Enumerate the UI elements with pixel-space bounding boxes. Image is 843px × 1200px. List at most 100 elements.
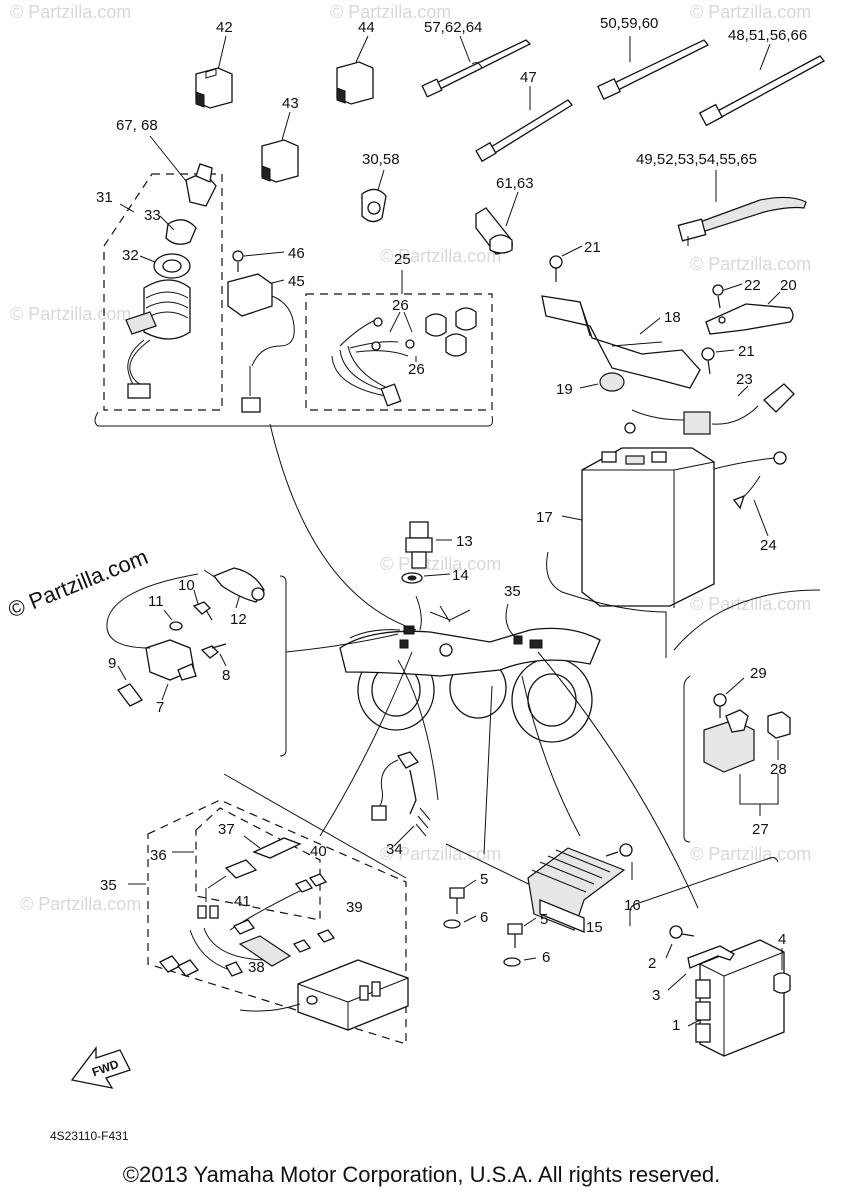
callout-47: 47 [520,69,537,86]
callout-49: 49,52,53,54,55,65 [636,151,757,168]
part-61-clamp [475,191,519,255]
part-43-coupler [261,111,299,183]
atv-vehicle [339,605,601,743]
part-42-coupler [195,35,233,109]
watermark-brand: © Partzilla.com [5,544,152,623]
callout-30: 30,58 [362,151,400,168]
electrical-parts-diagram: © Partzilla.com © Partzilla.com © Partzi… [5,2,825,1143]
callout-43: 43 [282,95,299,112]
watermark: © Partzilla.com [10,2,131,22]
watermark: © Partzilla.com [690,844,811,864]
part-5-bolt-b [507,917,537,948]
callout-67: 67, 68 [116,117,158,134]
callout-39: 39 [346,899,363,916]
part-57-band [421,35,532,98]
part-29-bolt [713,677,745,718]
callout-44: 44 [358,19,375,36]
part-1-cdi-unit [629,857,785,1057]
callout-41: 41 [234,893,251,910]
part-21-bolt-upper [549,245,583,282]
part-24-lead [709,451,787,537]
callout-21b: 21 [738,343,755,360]
copyright-notice: ©2013 Yamaha Motor Corporation, U.S.A. A… [122,1162,721,1187]
callout-17: 17 [536,509,553,526]
part-11-washer [163,609,183,631]
part-21-bolt-lower [701,347,735,375]
part-13-thermo-switch [405,521,452,569]
callout-5a: 5 [480,871,488,888]
watermark: © Partzilla.com [690,254,811,274]
part-20-plate [705,291,794,335]
callout-4: 4 [778,931,786,948]
part-34-switch [371,751,431,847]
part-8-bolt [200,643,227,667]
callouts: 4 2 44 57,62,64 50,59,60 48,51,56,66 47 4… [96,15,807,1034]
part-17-battery [561,447,715,608]
part-46-screw [232,250,285,272]
part-9-sleeve [117,665,143,707]
callout-21a: 21 [584,239,601,256]
callout-28: 28 [770,761,787,778]
callout-27: 27 [752,821,769,838]
watermark: © Partzilla.com [380,844,501,864]
part-14-gasket [401,572,451,584]
callout-6a: 6 [480,909,488,926]
callout-14: 14 [452,567,469,584]
callout-25: 25 [394,251,411,268]
part-28-fuse [767,711,791,760]
part-25-lead-group [305,270,493,411]
callout-18: 18 [664,309,681,326]
callout-50: 50,59,60 [600,15,658,32]
callout-61: 61,63 [496,175,534,192]
part-10-bolt [192,589,213,621]
part-7-ignition-coil [106,573,287,757]
part-48-band [698,43,825,127]
fwd-arrow: FWD [70,1046,131,1089]
callout-15: 15 [586,919,603,936]
callout-3: 3 [652,987,660,1004]
callout-48: 48,51,56,66 [728,27,807,44]
part-19-damper [579,372,625,392]
watermark: © Partzilla.com [690,2,811,22]
diagram-code: 4S23110-F431 [50,1129,129,1143]
part-16-bolt [605,843,633,880]
part-23-lead [624,383,795,435]
part-3-bracket [667,945,735,991]
callout-13: 13 [456,533,473,550]
callout-11: 11 [148,593,164,610]
part-6-washer-b [503,957,537,967]
callout-19: 19 [556,381,573,398]
callout-57: 57,62,64 [424,19,482,36]
part-15-rectifier [445,843,626,933]
callout-12: 12 [230,611,247,628]
callout-35b: 35 [100,877,117,894]
callout-29: 29 [750,665,767,682]
callout-40: 40 [310,843,327,860]
part-45-relay [227,273,295,413]
callout-6b: 6 [542,949,550,966]
callout-36: 36 [150,847,167,864]
callout-10: 10 [178,577,195,594]
part-18-bracket [541,295,701,389]
callout-7: 7 [156,699,164,716]
part-50-band [597,36,710,101]
watermark: © Partzilla.com [380,554,501,574]
callout-20: 20 [780,277,797,294]
callout-37: 37 [218,821,235,838]
callout-2: 2 [648,955,656,972]
part-2-screw [665,925,695,959]
part-35-wire-harness [128,773,409,1045]
callout-22: 22 [744,277,761,294]
callout-32: 32 [122,247,139,264]
callout-24: 24 [760,537,777,554]
part-47-band [475,86,573,163]
callout-26a: 26 [392,297,409,314]
part-22-screw [712,283,743,309]
part-30-clamp [361,169,387,223]
callout-1: 1 [672,1017,680,1034]
watermark: © Partzilla.com [330,2,451,22]
part-44-coupler [336,35,374,105]
callout-8: 8 [222,667,230,684]
leader-lines [94,411,821,909]
